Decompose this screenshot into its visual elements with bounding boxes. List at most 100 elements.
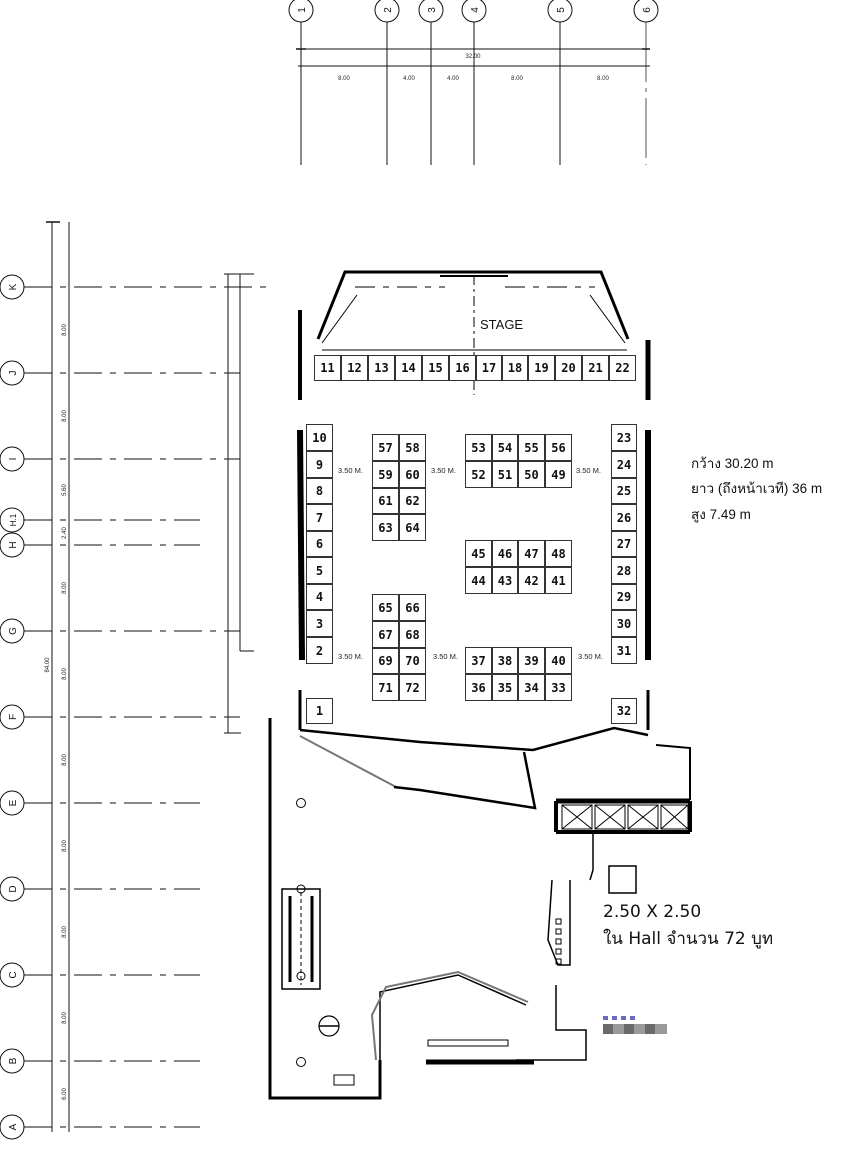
booth[interactable]: 4	[306, 584, 333, 610]
svg-text:8.00: 8.00	[62, 324, 68, 336]
svg-text:J: J	[8, 371, 19, 376]
booth[interactable]: 68	[399, 621, 426, 648]
booth[interactable]: 7	[306, 504, 333, 531]
booth[interactable]: 19	[528, 355, 555, 381]
booth[interactable]: 8	[306, 478, 333, 504]
booth[interactable]: 58	[399, 434, 426, 461]
booth[interactable]: 18	[502, 355, 528, 381]
booth[interactable]: 3	[306, 610, 333, 637]
booth[interactable]: 15	[422, 355, 449, 381]
booth[interactable]: 35	[492, 674, 518, 701]
booth[interactable]: 12	[341, 355, 368, 381]
booth[interactable]: 27	[611, 531, 637, 557]
hall-height-spec: สูง 7.49 m	[691, 507, 751, 522]
booth[interactable]: 41	[545, 567, 572, 594]
booth[interactable]: 22	[609, 355, 636, 381]
booth[interactable]: 64	[399, 514, 426, 541]
booth[interactable]: 48	[545, 540, 572, 567]
aisle-width-label: 3.50 M.	[433, 652, 459, 661]
booth[interactable]: 66	[399, 594, 426, 621]
booth[interactable]: 31	[611, 637, 637, 664]
booth[interactable]: 50	[518, 461, 545, 488]
booth[interactable]: 70	[399, 648, 426, 674]
svg-text:3: 3	[427, 7, 438, 13]
booth[interactable]: 9	[306, 451, 333, 478]
booth[interactable]: 1	[306, 698, 333, 724]
svg-text:H.1: H.1	[9, 513, 18, 526]
booth[interactable]: 39	[518, 647, 545, 674]
booth[interactable]: 61	[372, 488, 399, 514]
booth[interactable]: 26	[611, 504, 637, 531]
booth[interactable]: 32	[611, 698, 637, 724]
booth[interactable]: 33	[545, 674, 572, 701]
booth[interactable]: 13	[368, 355, 395, 381]
row-dimensions: 8.00 8.00 5.60 2.40 8.00 84.00 8.00 8.00…	[45, 324, 68, 1100]
booth[interactable]: 14	[395, 355, 422, 381]
svg-text:84.00: 84.00	[45, 657, 51, 673]
booth[interactable]: 53	[465, 434, 492, 461]
svg-text:F: F	[8, 714, 19, 720]
booth[interactable]: 20	[555, 355, 582, 381]
svg-text:B: B	[8, 1057, 19, 1064]
booth[interactable]: 30	[611, 610, 637, 637]
booth[interactable]: 23	[611, 424, 637, 451]
booth[interactable]: 21	[582, 355, 609, 381]
booth[interactable]: 51	[492, 461, 518, 488]
svg-text:I: I	[8, 458, 19, 461]
svg-text:A: A	[8, 1123, 19, 1130]
booth[interactable]: 2	[306, 637, 333, 664]
svg-text:1: 1	[297, 7, 308, 13]
booth[interactable]: 24	[611, 451, 637, 478]
booth[interactable]: 36	[465, 674, 492, 701]
booth[interactable]: 29	[611, 584, 637, 610]
booth[interactable]: 59	[372, 461, 399, 488]
booth[interactable]: 40	[545, 647, 572, 674]
booth[interactable]: 45	[465, 540, 492, 567]
svg-text:5.60: 5.60	[62, 484, 68, 496]
booth[interactable]: 54	[492, 434, 518, 461]
booth[interactable]: 49	[545, 461, 572, 488]
booth[interactable]: 69	[372, 648, 399, 674]
row-grid-labels: K J I H.1 H G F E D C B A	[8, 283, 19, 1130]
booth[interactable]: 38	[492, 647, 518, 674]
svg-text:C: C	[8, 971, 19, 978]
booth[interactable]: 71	[372, 674, 399, 701]
booth[interactable]: 44	[465, 567, 492, 594]
booth[interactable]: 72	[399, 674, 426, 701]
booth[interactable]: 34	[518, 674, 545, 701]
svg-text:4: 4	[470, 7, 481, 13]
booth[interactable]: 42	[518, 567, 545, 594]
svg-text:2: 2	[383, 7, 394, 13]
booth[interactable]: 57	[372, 434, 399, 461]
booth[interactable]: 5	[306, 557, 333, 584]
booth[interactable]: 47	[518, 540, 545, 567]
booth[interactable]: 16	[449, 355, 476, 381]
booth[interactable]: 43	[492, 567, 518, 594]
booth[interactable]: 67	[372, 621, 399, 648]
svg-text:8.00: 8.00	[62, 840, 68, 852]
booth[interactable]: 60	[399, 461, 426, 488]
booth[interactable]: 63	[372, 514, 399, 541]
booth[interactable]: 17	[476, 355, 502, 381]
svg-text:D: D	[8, 885, 19, 892]
aisle-width-label: 3.50 M.	[431, 466, 457, 475]
booth[interactable]: 55	[518, 434, 545, 461]
svg-text:8.00: 8.00	[62, 926, 68, 938]
booth[interactable]: 6	[306, 531, 333, 557]
booth[interactable]: 52	[465, 461, 492, 488]
booth[interactable]: 28	[611, 557, 637, 584]
stage-label: STAGE	[480, 317, 524, 332]
booth[interactable]: 56	[545, 434, 572, 461]
booth[interactable]: 37	[465, 647, 492, 674]
svg-text:32.00: 32.00	[465, 54, 481, 60]
booth[interactable]: 46	[492, 540, 518, 567]
booth[interactable]: 11	[314, 355, 341, 381]
svg-text:4.00: 4.00	[403, 76, 415, 82]
booth[interactable]: 65	[372, 594, 399, 621]
booth[interactable]: 10	[306, 424, 333, 451]
svg-text:8.00: 8.00	[62, 582, 68, 594]
booth[interactable]: 62	[399, 488, 426, 514]
booth[interactable]: 25	[611, 478, 637, 504]
svg-text:G: G	[8, 627, 19, 635]
